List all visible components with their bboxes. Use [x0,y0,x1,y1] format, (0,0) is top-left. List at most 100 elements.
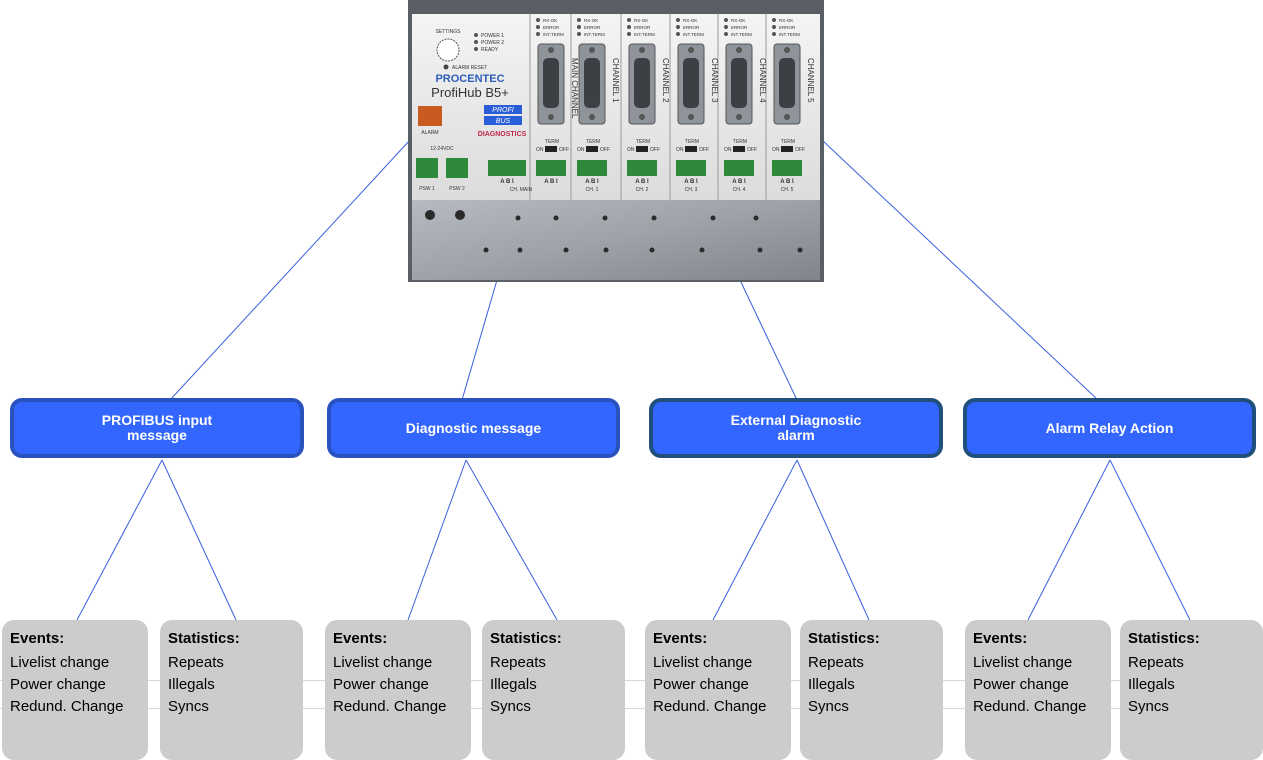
events-title: Events: [973,630,1028,647]
stats-item: Repeats [808,654,864,671]
events-item: Power change [333,676,429,693]
channel-name-label: CHANNEL 3 [710,58,719,103]
channel-led-label: INT.TERM [731,32,752,37]
events-item: Redund. Change [333,698,447,715]
term-on-label: ON [724,147,732,153]
channel-led-label: INT.TERM [584,32,605,37]
category-box-alarm-relay: Alarm Relay Action [963,398,1256,458]
channel-led-label: ERROR [543,25,560,30]
stats-item: Repeats [490,654,546,671]
terminal-pins-label: A B I [635,179,649,185]
terminal-pins-label: A B I [684,179,698,185]
term-label: TERM [781,139,795,145]
channel-terminal-block [772,160,802,176]
term-switch [586,146,598,152]
connector-device-cat1 [169,139,411,401]
channel-name-label: CHANNEL 1 [611,58,620,103]
channel-name-label: CHANNEL 2 [661,58,670,103]
term-off-label: OFF [559,147,569,153]
led-power1-label: POWER 1 [481,33,504,39]
stats-title: Statistics: [808,630,880,647]
stats-item: Illegals [168,676,215,693]
metal-base-plate [412,195,820,280]
term-label: TERM [733,139,747,145]
events-item: Redund. Change [10,698,124,715]
term-label: TERM [685,139,699,145]
channel-terminal-label: CH. 2 [636,187,649,193]
alarm-reset-label: ALARM RESET [452,65,487,71]
terminal-pins-label: A B I [780,179,794,185]
stats-item: Repeats [168,654,224,671]
stats-item: Illegals [1128,676,1175,693]
channel-name-label: MAIN CHANNEL [570,58,579,119]
front-panel [412,14,820,200]
term-switch [545,146,557,152]
category-label: Alarm Relay Action [1045,419,1174,436]
events-title: Events: [10,630,65,647]
category-box-profibus-input: PROFIBUS input message [10,398,304,458]
psw2-label: PSW 2 [449,186,465,192]
events-title: Events: [653,630,708,647]
connector-cat4-stats [1109,459,1191,621]
supply-label: 12-24VDC [430,146,454,152]
channel-led-label: RX-OK [584,18,598,23]
stats-item: Syncs [168,698,209,715]
term-on-label: ON [676,147,684,153]
connector-cat1-stats [161,459,237,621]
main-terminal-block-a [488,160,526,176]
alarm-label: ALARM [421,130,438,136]
led-power2-label: POWER 2 [481,40,504,46]
term-on-label: ON [577,147,585,153]
term-switch [781,146,793,152]
channel-terminal-block [627,160,657,176]
term-off-label: OFF [650,147,660,153]
connector-cat3-stats [796,459,870,621]
profihub-device: SETTINGS POWER 1 POWER 2 READY ALARM RES… [408,0,824,282]
term-switch [733,146,745,152]
stats-item: Syncs [490,698,531,715]
stats-title: Statistics: [168,630,240,647]
category-label: Diagnostic message [405,419,542,436]
connector-cat2-stats [465,459,558,621]
connector-device-cat2 [461,279,498,401]
term-label: TERM [586,139,600,145]
settings-label: SETTINGS [435,29,461,35]
channel-terminal-block [536,160,566,176]
logo-line-bus: BUS [496,118,511,125]
channel-led-label: INT.TERM [634,32,655,37]
diagnostics-label: DIAGNOSTICS [478,131,527,138]
stats-title: Statistics: [1128,630,1200,647]
term-on-label: ON [772,147,780,153]
category-box-external-alarm: External Diagnostic alarm [649,398,943,458]
channel-terminal-label: CH. 3 [685,187,698,193]
channel-terminal-label: CH. 4 [733,187,746,193]
channel-led-label: RX-OK [731,18,745,23]
channel-terminal-block [724,160,754,176]
events-item: Power change [653,676,749,693]
channel-led-label: ERROR [683,25,700,30]
events-title: Events: [333,630,388,647]
terminal-pins-label: A B I [500,179,514,185]
power-terminal-1 [416,158,438,178]
term-switch [685,146,697,152]
connector-device-cat3 [739,279,798,401]
term-off-label: OFF [699,147,709,153]
channel-led-label: ERROR [634,25,651,30]
connector-cat2-events [407,459,467,621]
term-off-label: OFF [600,147,610,153]
terminal-pins-label: A B I [585,179,599,185]
stats-item: Repeats [1128,654,1184,671]
channel-led-label: ERROR [779,25,796,30]
category-box-diagnostic-message: Diagnostic message [327,398,620,458]
stats-title: Statistics: [490,630,562,647]
term-off-label: OFF [795,147,805,153]
channel-led-label: INT.TERM [683,32,704,37]
led-ready-label: READY [481,47,499,53]
channel-led-label: INT.TERM [779,32,800,37]
